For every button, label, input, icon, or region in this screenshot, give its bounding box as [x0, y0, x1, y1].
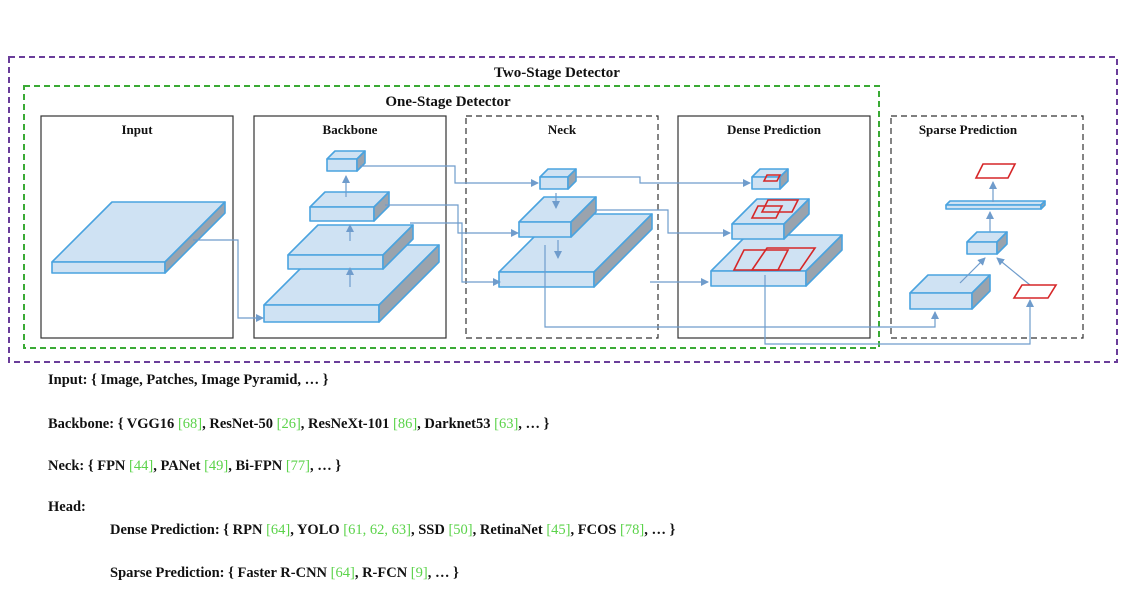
- citation: [68]: [177, 416, 203, 432]
- pred-box-mid-1: [750, 205, 784, 219]
- two-stage-label: Two-Stage Detector: [494, 65, 620, 81]
- backbone-title: Backbone: [323, 122, 378, 137]
- citation: [50]: [448, 522, 473, 538]
- method-text: , Darknet53: [417, 416, 495, 432]
- legend-neck-label: Neck:: [48, 458, 85, 474]
- prediction-boxes: [732, 163, 1058, 299]
- citation: [49]: [204, 458, 229, 474]
- connector-dense-sparse: [764, 275, 1034, 345]
- connector-sparse-proposal: [996, 257, 1031, 286]
- legend-backbone: Backbone: { VGG16 [68], ResNet-50 [26], …: [48, 416, 549, 433]
- sparse-prediction-title: Sparse Prediction: [919, 122, 1018, 137]
- citation: [86]: [393, 416, 418, 432]
- pred-box-mid-2: [760, 199, 800, 213]
- legend-sparse: Sparse Prediction: { Faster R-CNN [64], …: [110, 565, 459, 582]
- method-text: , ResNeXt-101: [300, 416, 393, 432]
- citation: [26]: [276, 416, 301, 432]
- legend-dense-items: { RPN [64], YOLO [61, 62, 63], SSD [50],…: [219, 522, 676, 538]
- two-stage-frame: [8, 56, 1118, 363]
- connector-neck-sparse: [544, 245, 939, 328]
- dense-prediction-box: [677, 115, 871, 339]
- legend-backbone-label: Backbone:: [48, 416, 115, 432]
- connector-neck-dense-mid: [595, 209, 731, 237]
- method-text: , Bi-FPN: [228, 458, 286, 474]
- method-text: , R-FCN: [354, 565, 411, 581]
- sparse-roi-slab: [909, 274, 991, 310]
- citation: [63]: [494, 416, 519, 432]
- legend-sparse-label: Sparse Prediction:: [110, 565, 225, 581]
- citation: [61, 62, 63]: [343, 522, 411, 538]
- legend-dense-label: Dense Prediction:: [110, 522, 220, 538]
- one-stage-frame: [23, 85, 880, 349]
- legend-sparse-items: { Faster R-CNN [64], R-FCN [9], … }: [225, 565, 459, 581]
- legend-head-label: Head:: [48, 499, 86, 515]
- citation: [64]: [266, 522, 291, 538]
- dense-slab-3: [710, 234, 843, 287]
- input-image-slab: [51, 201, 226, 274]
- sparse-pooled-slab: [966, 231, 1008, 255]
- pred-box-output: [974, 163, 1017, 179]
- neck-slab-2: [518, 196, 597, 238]
- legend-input-text: { Image, Patches, Image Pyramid, … }: [87, 372, 329, 388]
- backbone-box: [253, 115, 447, 339]
- legend-head: Head:: [48, 499, 86, 516]
- feature-maps: [51, 150, 1046, 323]
- method-text: { FPN: [84, 458, 130, 474]
- sparse-fc-layer: [945, 200, 1046, 210]
- neck-slab-1: [539, 168, 577, 190]
- legend-dense: Dense Prediction: { RPN [64], YOLO [61, …: [110, 522, 675, 539]
- dense-slab-2: [731, 198, 810, 240]
- method-text: , … }: [310, 458, 342, 474]
- method-text: { Faster R-CNN: [224, 565, 331, 581]
- pred-box-proposal: [1012, 284, 1058, 299]
- method-text: , YOLO: [290, 522, 344, 538]
- legend-neck-items: { FPN [44], PANet [49], Bi-FPN [77], … }: [84, 458, 341, 474]
- input-box: [40, 115, 234, 339]
- citation: [78]: [620, 522, 645, 538]
- legend-input: Input: { Image, Patches, Image Pyramid, …: [48, 372, 328, 389]
- object-detector-architecture-diagram: Two-Stage Detector One-Stage Detector In…: [8, 56, 1118, 363]
- backbone-slab-1: [326, 150, 366, 172]
- citation: [64]: [330, 565, 355, 581]
- method-text: , FCOS: [570, 522, 621, 538]
- backbone-slab-2: [309, 191, 390, 222]
- method-text: , SSD: [410, 522, 449, 538]
- connector-backbone-neck-top: [360, 165, 539, 187]
- neck-title: Neck: [548, 122, 577, 137]
- backbone-slab-4: [263, 244, 440, 323]
- method-text: , … }: [644, 522, 676, 538]
- pred-box-low-2: [750, 247, 817, 271]
- method-text: { VGG16: [114, 416, 178, 432]
- legend-neck: Neck: { FPN [44], PANet [49], Bi-FPN [77…: [48, 458, 341, 475]
- method-text: , RetinaNet: [472, 522, 547, 538]
- legend-backbone-items: { VGG16 [68], ResNet-50 [26], ResNeXt-10…: [114, 416, 550, 432]
- citation: [44]: [129, 458, 154, 474]
- method-text: , … }: [518, 416, 550, 432]
- connector-neck-dense-top: [575, 176, 751, 187]
- connector-sparse-roi: [959, 257, 986, 284]
- dense-slab-1: [751, 168, 789, 190]
- citation: [9]: [410, 565, 428, 581]
- connector-input-backbone: [193, 239, 264, 322]
- method-text: , … }: [427, 565, 459, 581]
- method-text: { RPN: [219, 522, 267, 538]
- citation: [45]: [546, 522, 571, 538]
- pred-box-top: [762, 174, 782, 182]
- citation: [77]: [285, 458, 311, 474]
- connector-backbone-neck-mid: [385, 204, 519, 237]
- dense-prediction-title: Dense Prediction: [727, 122, 822, 137]
- input-title: Input: [121, 122, 153, 137]
- connectors: [193, 165, 1034, 345]
- legend-input-label: Input:: [48, 372, 88, 388]
- method-text: , PANet: [153, 458, 205, 474]
- neck-box: [465, 115, 659, 339]
- sparse-prediction-box: [890, 115, 1084, 339]
- connector-backbone-neck-low: [410, 222, 501, 286]
- one-stage-label: One-Stage Detector: [385, 94, 511, 110]
- method-text: , ResNet-50: [202, 416, 277, 432]
